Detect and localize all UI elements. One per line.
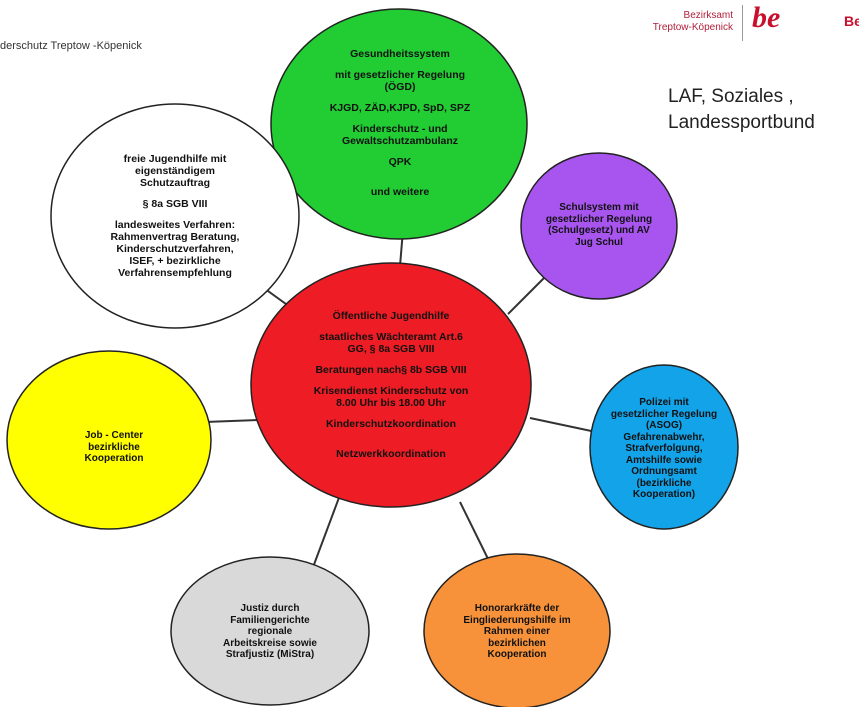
node-justice-line: Justiz durch bbox=[240, 603, 300, 615]
node-youth-line: eigenständigem bbox=[135, 164, 215, 177]
logo-divider bbox=[742, 5, 743, 41]
node-youth-line: freie Jugendhilfe mit bbox=[123, 152, 227, 165]
node-honorary-circle bbox=[423, 553, 611, 707]
node-police-line: Amtshilfe sowie bbox=[625, 454, 703, 466]
node-honorary: Honorarkräfte der Eingliederungshilfe im… bbox=[440, 598, 594, 666]
node-justice: Justiz durch Familiengerichte regionale … bbox=[195, 598, 345, 666]
node-police-line: Strafverfolgung, bbox=[625, 443, 703, 455]
node-police-line: Polizei mit bbox=[639, 397, 689, 409]
node-youth-line: ISEF, + bezirkliche bbox=[129, 255, 221, 268]
right-note-line2: Landessportbund bbox=[668, 112, 815, 133]
node-health-line: (ÖGD) bbox=[384, 80, 416, 93]
node-police-circle bbox=[589, 364, 739, 530]
node-honorary-line: Eingliederungshilfe im bbox=[463, 614, 571, 626]
node-health-line: mit gesetzlicher Regelung bbox=[334, 68, 466, 81]
node-honorary-line: Rahmen einer bbox=[483, 626, 551, 638]
node-jobcenter-line: Job - Center bbox=[84, 430, 144, 442]
node-center-circle bbox=[250, 262, 532, 508]
node-school-line: Jug Schul bbox=[575, 236, 623, 248]
node-center-line: Öffentliche Jugendhilfe bbox=[332, 309, 450, 322]
node-youth-line: Schutzauftrag bbox=[139, 176, 210, 189]
node-center-line: GG, § 8a SGB VIII bbox=[347, 342, 435, 355]
node-police: Polizei mit gesetzlicher Regelung (ASOG)… bbox=[596, 384, 732, 514]
node-police-line: Ordnungsamt bbox=[631, 466, 697, 478]
node-center-line: staatliches Wächteramt Art.6 bbox=[319, 330, 463, 343]
node-police-line: Gefahrenabwehr, bbox=[623, 431, 705, 443]
node-center: Öffentliche Jugendhilfe staatliches Wäch… bbox=[270, 280, 512, 490]
logo-brand-tail: Be bbox=[844, 13, 859, 29]
right-note: LAF, Soziales , Landessportbund bbox=[668, 84, 815, 136]
node-honorary-line: Honorarkräfte der bbox=[474, 603, 560, 615]
node-justice-line: Familiengerichte bbox=[230, 614, 310, 626]
node-honorary-line: Kooperation bbox=[487, 649, 547, 661]
node-health: Gesundheitssystem mit gesetzlicher Regel… bbox=[300, 38, 500, 208]
node-school: Schulsystem mit gesetzlicher Regelung (S… bbox=[530, 190, 668, 260]
node-youth-line: Kinderschutzverfahren, bbox=[116, 243, 234, 256]
node-jobcenter-line: bezirkliche bbox=[88, 441, 140, 453]
node-center-line: 8.00 Uhr bis 18.00 Uhr bbox=[336, 397, 446, 410]
node-school-line: (Schulgesetz) und AV bbox=[548, 225, 650, 236]
node-health-line: Kinderschutz - und bbox=[352, 123, 448, 135]
node-health-line: KJGD, ZÄD,KJPD, SpD, SPZ bbox=[329, 101, 471, 114]
node-center-line: Beratungen nach§ 8b SGB VIII bbox=[315, 363, 467, 376]
node-police-line: Kooperation) bbox=[632, 489, 696, 501]
node-center-line: Krisendienst Kinderschutz von bbox=[313, 385, 469, 397]
node-police-line: gesetzlicher Regelung bbox=[610, 408, 718, 420]
node-justice-line: Strafjustiz (MiStra) bbox=[225, 649, 315, 661]
node-school-line: Schulsystem mit bbox=[559, 202, 639, 213]
logo-brand-text: be bbox=[752, 1, 781, 34]
node-jobcenter-circle bbox=[6, 350, 212, 530]
node-health-circle bbox=[270, 8, 528, 240]
node-health-line: Gesundheitssystem bbox=[350, 47, 450, 60]
connector-jobcenter bbox=[204, 419, 259, 423]
node-youth-line: landesweites Verfahren: bbox=[114, 218, 236, 231]
node-health-line: Gewaltschutzambulanz bbox=[341, 135, 459, 148]
node-center-line: Netzwerkkoordination bbox=[336, 448, 446, 461]
node-health-line: QPK bbox=[388, 156, 412, 169]
node-justice-line: regionale bbox=[247, 626, 293, 638]
node-jobcenter: Job - Center bezirkliche Kooperation bbox=[49, 425, 179, 470]
node-youth-circle bbox=[50, 103, 300, 329]
node-school-line: gesetzlicher Regelung bbox=[545, 213, 653, 225]
node-youth-line: Verfahrensempfehlung bbox=[118, 267, 232, 280]
header-title-fragment: derschutz Treptow -Köpenick bbox=[0, 40, 142, 52]
node-police-line: (bezirkliche bbox=[636, 477, 692, 489]
logo-district-name: Bezirksamt Treptow-Köpenick bbox=[652, 10, 733, 33]
right-note-line1: LAF, Soziales , bbox=[668, 86, 794, 107]
node-police-line: (ASOG) bbox=[645, 420, 683, 432]
node-youth: freie Jugendhilfe mit eigenständigem Sch… bbox=[75, 126, 275, 306]
node-honorary-line: bezirklichen bbox=[488, 637, 546, 649]
node-justice-circle bbox=[170, 556, 370, 706]
node-youth-line: § 8a SGB VIII bbox=[142, 197, 208, 210]
node-center-line: Kinderschutzkoordination bbox=[325, 418, 457, 431]
node-health-line: und weitere bbox=[370, 186, 430, 199]
node-jobcenter-line: Kooperation bbox=[84, 453, 144, 465]
node-youth-line: Rahmenvertrag Beratung, bbox=[110, 231, 240, 244]
node-school-circle bbox=[520, 152, 678, 300]
node-justice-line: Arbeitskreise sowie bbox=[223, 637, 317, 649]
connector-police bbox=[529, 417, 597, 433]
